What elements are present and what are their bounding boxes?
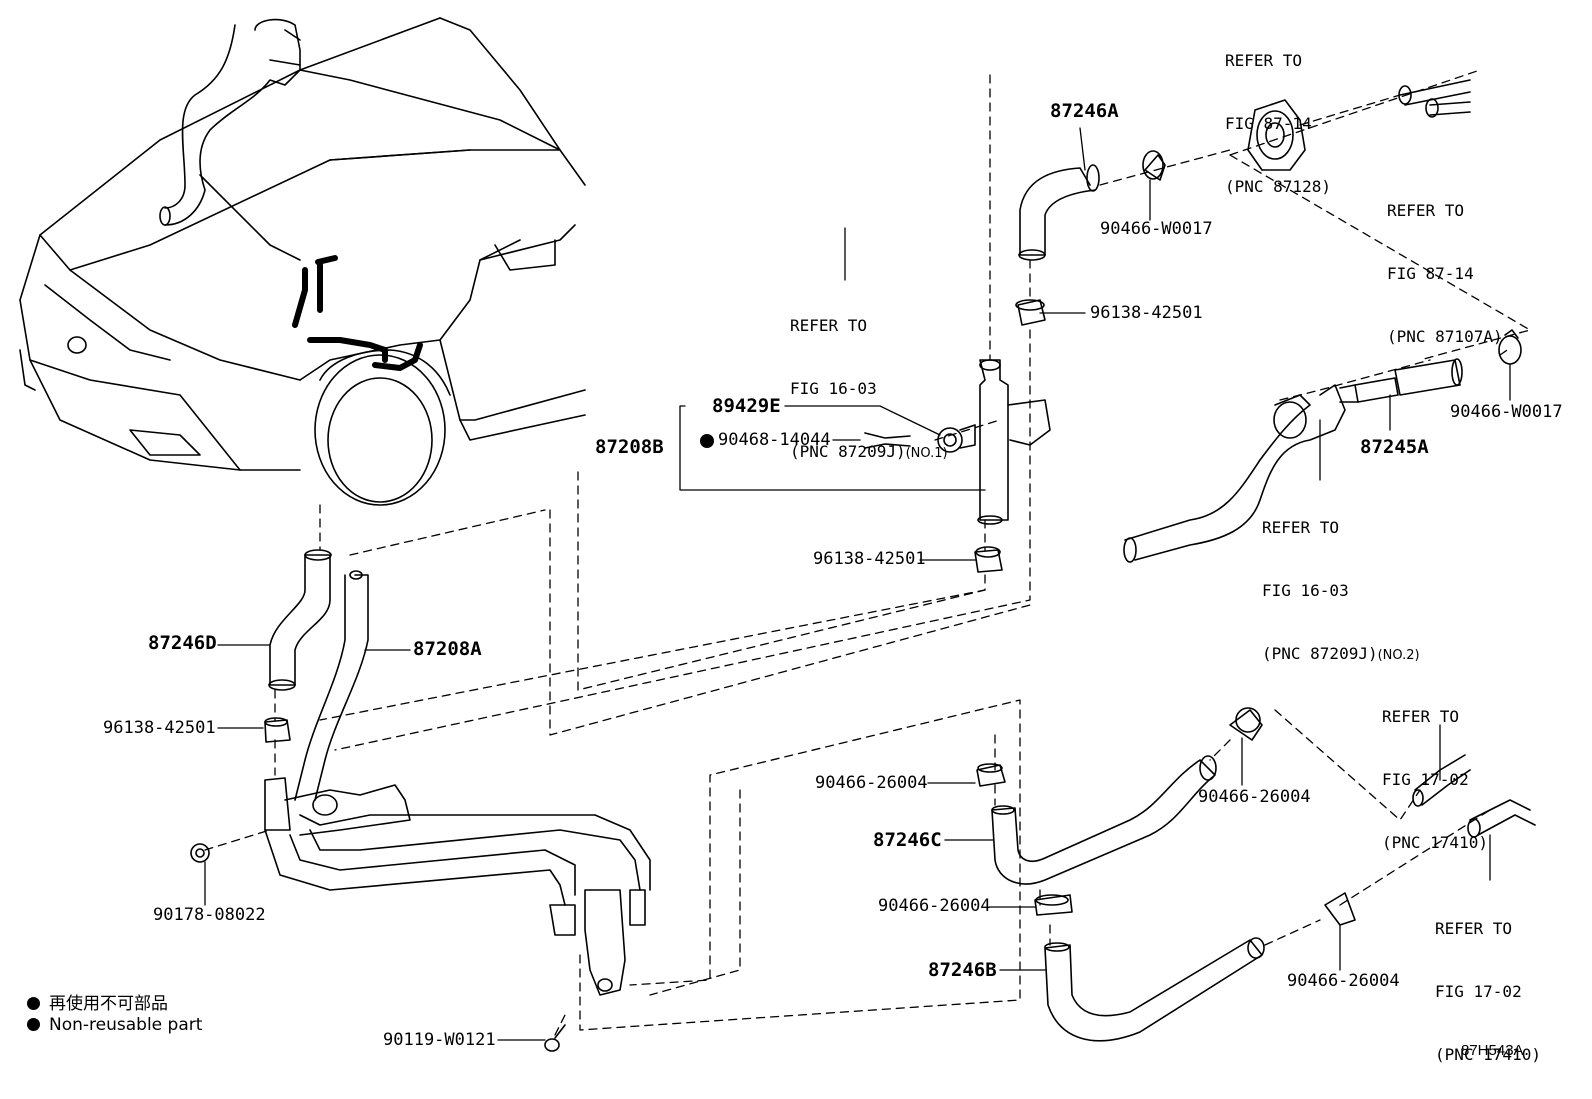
part-label-96138-42501-top[interactable]: 96138-42501 [1090,303,1203,323]
ref-pnc: (PNC 87209J) [790,442,906,461]
part-label-87208A[interactable]: 87208A [413,638,482,660]
ref-line: (PNC 87128) [1225,177,1331,196]
ref-line: (PNC 17410) [1382,833,1488,852]
clamp-96138-top [1015,299,1046,326]
legend-line-en: Non-reusable part [27,1015,202,1035]
hose-87246B [1044,937,1265,1042]
ref-line: REFER TO [1382,707,1460,726]
non-reusable-marker [700,434,714,448]
ref-pnc: (PNC 87209J) [1262,644,1378,663]
ref-fig-87-14-right[interactable]: REFER TO FIG 87-14 (PNC 87107A) [1387,158,1503,368]
figure-code: 87H543A [1461,1042,1524,1059]
hose-87246D [268,549,332,691]
clamp-96138-mid [974,546,1003,573]
nut-90178 [190,843,210,863]
part-label-90468-14044[interactable]: 90468-14044 [718,430,831,450]
clamp-26004-c [1034,894,1073,916]
ref-fig-17-02-bottom[interactable]: REFER TO FIG 17-02 (PNC 17410) [1435,876,1541,1086]
part-label-96138-42501-left[interactable]: 96138-42501 [103,718,216,738]
ref-fig-16-03-no2[interactable]: REFER TO FIG 16-03 (PNC 87209J)(NO.2) [1262,475,1420,687]
legend-line-ja: 再使用不可部品 [27,989,168,1014]
ref-line: REFER TO [790,316,868,335]
bullet-icon [27,997,40,1010]
hose-87209J-no2 [1123,384,1346,563]
part-label-96138-42501-mid[interactable]: 96138-42501 [813,549,926,569]
ref-line: FIG 16-03 [1262,581,1349,600]
pipes-87107A [1398,79,1471,118]
ref-line: REFER TO [1435,919,1513,938]
ref-line: (PNC 87209J)(NO.2) [1262,643,1420,666]
part-label-90466-26004-c[interactable]: 90466-26004 [878,896,991,916]
ref-line: (PNC 87107A) [1387,327,1503,346]
part-label-90466-26004-d[interactable]: 90466-26004 [1287,971,1400,991]
clamp-96138-left [264,717,291,743]
hose-87209J-no1 [159,18,301,226]
part-label-90178-08022[interactable]: 90178-08022 [153,905,266,925]
ref-line: FIG 87-14 [1225,114,1312,133]
ref-fig-17-02-top[interactable]: REFER TO FIG 17-02 (PNC 17410) [1382,664,1488,874]
clamp-W0017-right [1498,329,1522,365]
part-label-90466-W0017-right[interactable]: 90466-W0017 [1450,402,1563,422]
ref-line: (PNC 17410) [1435,1045,1541,1064]
ref-line: REFER TO [1387,201,1465,220]
bullet-icon [27,1018,40,1031]
vehicle-illustration [19,17,586,506]
legend-text-en: Non-reusable part [49,1015,203,1035]
ref-fig-87-14-top[interactable]: REFER TO FIG 87-14 (PNC 87128) [1225,8,1331,218]
clamp-26004-a [976,763,1006,787]
part-label-90466-26004-b[interactable]: 90466-26004 [1198,787,1311,807]
ref-tag: (NO.1) [905,446,948,461]
bolt-90119 [544,1024,566,1052]
part-label-87208B[interactable]: 87208B [595,436,664,458]
part-label-89429E[interactable]: 89429E [712,395,781,417]
valve-87208B [864,359,1051,525]
ref-line: REFER TO [1225,51,1303,70]
vehicle-hose-highlight [292,255,423,371]
clamp-26004-d [1324,892,1356,926]
ref-line: FIG 17-02 [1382,770,1469,789]
part-label-90119-W0121[interactable]: 90119-W0121 [383,1030,496,1050]
part-label-87246A[interactable]: 87246A [1050,100,1119,122]
ref-line: REFER TO [1262,518,1340,537]
legend-text-ja: 再使用不可部品 [49,994,168,1014]
part-label-90466-W0017-top[interactable]: 90466-W0017 [1100,219,1213,239]
hose-87246C [991,707,1263,885]
ref-fig-16-03-no1[interactable]: REFER TO FIG 16-03 (PNC 87209J)(NO.1) [790,273,948,485]
ref-tag: (NO.2) [1377,648,1420,663]
pipe-87208A [264,570,651,996]
part-label-90466-26004-a[interactable]: 90466-26004 [815,773,928,793]
part-label-87245A[interactable]: 87245A [1360,436,1429,458]
grommet [1247,99,1306,171]
ref-line: (PNC 87209J)(NO.1) [790,441,948,464]
part-label-87246C[interactable]: 87246C [873,829,942,851]
ref-line: FIG 17-02 [1435,982,1522,1001]
part-label-87246D[interactable]: 87246D [148,632,217,654]
part-label-87246B[interactable]: 87246B [928,959,997,981]
hose-87246A [1018,150,1166,261]
ref-line: FIG 87-14 [1387,264,1474,283]
ref-line: FIG 16-03 [790,379,877,398]
hose-87245A [1339,358,1463,403]
pipe-17410-bottom [1467,799,1536,838]
